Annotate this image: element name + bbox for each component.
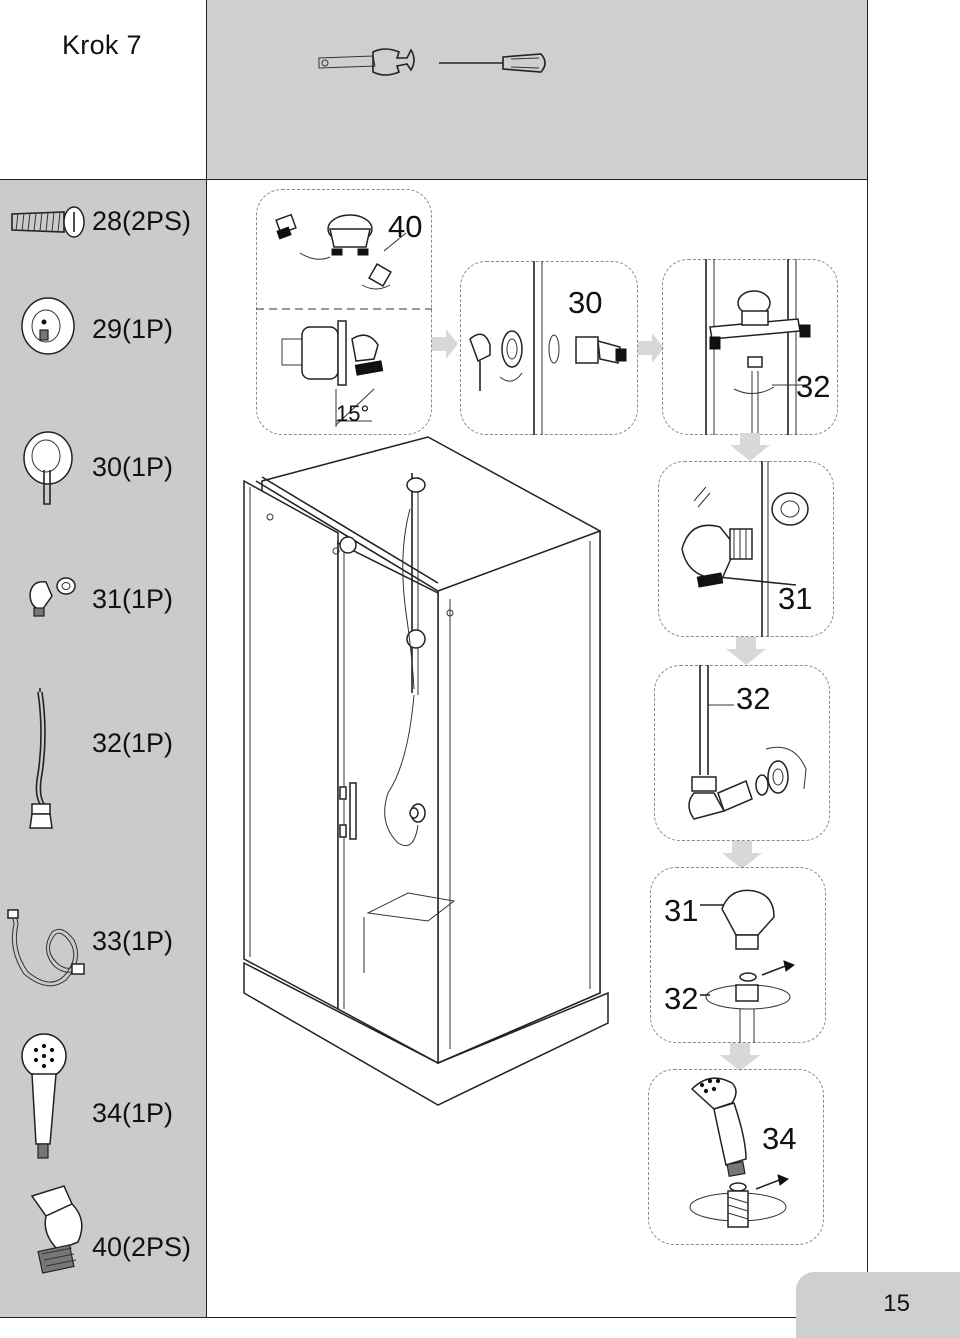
- step-arrow-down: [722, 841, 762, 869]
- panel-pipe-connection: [654, 665, 830, 841]
- step-arrow: [432, 329, 458, 359]
- callout-31-mid: 31: [778, 581, 813, 616]
- outlet-assembly-drawing: [700, 889, 796, 1043]
- panel-hand-shower: [648, 1069, 824, 1245]
- step-arrow: [638, 333, 664, 363]
- assembly-area: 40 15° 30 32: [208, 181, 867, 1317]
- part-label: 40(2PS): [92, 1232, 192, 1262]
- parts-list: 28(2PS) 29(1P) 30(1P) 31(1P) 32(1P) 33(1…: [0, 180, 207, 1317]
- wall-plate-icon: [21, 297, 75, 355]
- callout-32-low: 32: [664, 981, 699, 1016]
- pipe-connection-drawing: [688, 665, 807, 820]
- callout-34: 34: [762, 1121, 797, 1156]
- step-arrow-down: [726, 637, 766, 665]
- step-title: Krok 7: [62, 30, 142, 60]
- screwdriver-icon: [439, 53, 546, 73]
- mixer-cover-icon: [23, 431, 73, 505]
- panel-outlet-assembly: [650, 867, 826, 1043]
- callout-30: 30: [568, 285, 603, 320]
- mixer-mounted-drawing: [705, 259, 811, 435]
- screw-icon: [11, 206, 85, 238]
- tools-header: [207, 0, 867, 180]
- panel-wall-outlet: [658, 461, 834, 637]
- page-number: 15: [883, 1290, 910, 1317]
- hand-shower-drawing: [689, 1077, 790, 1228]
- part-label: 30(1P): [92, 452, 174, 482]
- eccentric-connector-icon: [30, 1185, 83, 1274]
- wall-outlet-icon: [29, 577, 76, 617]
- callout-32-top: 32: [796, 369, 831, 404]
- callout-31-low: 31: [664, 893, 699, 928]
- callout-40: 40: [388, 209, 423, 244]
- flexible-pipe-icon: [29, 688, 53, 829]
- shower-hose-icon: [7, 909, 85, 987]
- title-cell: Krok 7: [0, 0, 207, 180]
- part-label: 33(1P): [92, 926, 174, 956]
- panel-connectors: [256, 189, 432, 435]
- part-label: 31(1P): [92, 584, 174, 614]
- part-label: 29(1P): [92, 314, 174, 344]
- hand-shower-icon: [21, 1033, 67, 1159]
- mixer-body-drawing: [256, 213, 432, 427]
- part-label: 34(1P): [92, 1098, 174, 1128]
- page-number-tab: 15: [796, 1272, 960, 1338]
- wall-outlet-drawing: [681, 461, 809, 637]
- part-label: 32(1P): [92, 728, 174, 758]
- step-arrow-down: [720, 1043, 760, 1071]
- callout-32-mid: 32: [736, 681, 771, 716]
- shower-cabin-drawing: [243, 436, 609, 1106]
- mixer-cover-drawing: [469, 261, 627, 435]
- wrench-icon: [318, 48, 415, 76]
- part-label: 28(2PS): [92, 206, 192, 236]
- panel-mixer-cover: [460, 261, 638, 435]
- callout-angle: 15°: [336, 401, 370, 426]
- step-arrow-down: [730, 433, 770, 461]
